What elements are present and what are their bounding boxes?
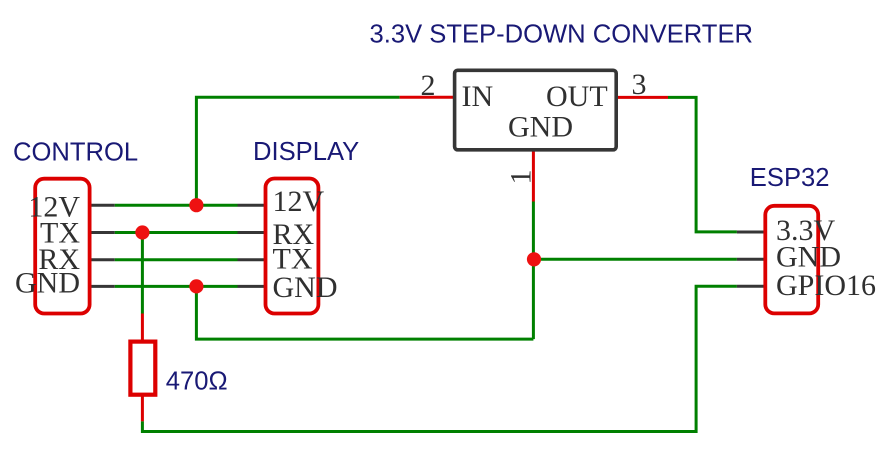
- svg-text:ESP32: ESP32: [750, 164, 830, 192]
- svg-text:3.3V: 3.3V: [776, 214, 836, 247]
- svg-text:GND: GND: [273, 271, 338, 304]
- svg-text:CONTROL: CONTROL: [13, 138, 138, 166]
- svg-text:12V: 12V: [273, 185, 325, 218]
- svg-text:RX: RX: [273, 218, 315, 251]
- svg-text:GND: GND: [776, 241, 841, 274]
- svg-text:3: 3: [632, 68, 647, 101]
- svg-text:IN: IN: [462, 80, 494, 113]
- svg-text:GND: GND: [15, 267, 80, 300]
- svg-text:470Ω: 470Ω: [166, 368, 228, 396]
- svg-text:RX: RX: [38, 243, 80, 276]
- svg-text:TX: TX: [273, 243, 313, 276]
- svg-text:3.3V STEP-DOWN CONVERTER: 3.3V STEP-DOWN CONVERTER: [370, 21, 754, 49]
- svg-text:OUT: OUT: [546, 80, 608, 113]
- svg-text:DISPLAY: DISPLAY: [253, 138, 359, 166]
- svg-text:TX: TX: [40, 217, 80, 250]
- svg-text:GPIO16: GPIO16: [776, 269, 876, 302]
- svg-text:12V: 12V: [28, 191, 80, 224]
- svg-text:2: 2: [421, 69, 436, 102]
- svg-text:1: 1: [505, 170, 538, 185]
- svg-text:GND: GND: [508, 110, 573, 143]
